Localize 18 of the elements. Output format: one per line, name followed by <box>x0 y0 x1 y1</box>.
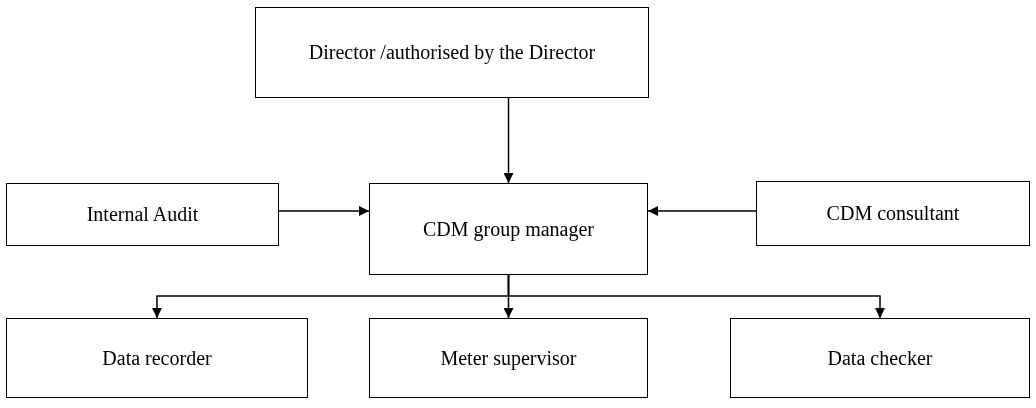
arrow <box>647 206 757 216</box>
role-label: Director /authorised by the Director <box>308 41 596 64</box>
role-label: CDM group manager <box>422 217 595 241</box>
role-box <box>369 183 648 275</box>
role-box <box>6 183 279 246</box>
role-box <box>756 181 1030 246</box>
role-box <box>730 318 1030 398</box>
role-box <box>369 318 648 398</box>
role-label: Meter supervisor <box>440 346 577 370</box>
arrow <box>278 206 370 216</box>
arrow <box>507 274 885 319</box>
role-box <box>6 318 308 398</box>
role-label: Data recorder <box>102 346 212 370</box>
role-box <box>255 7 649 98</box>
arrow <box>503 97 514 184</box>
role-label: Internal Audit <box>86 203 199 226</box>
role-label: Data checker <box>827 346 933 370</box>
role-label: CDM consultant <box>826 202 960 225</box>
